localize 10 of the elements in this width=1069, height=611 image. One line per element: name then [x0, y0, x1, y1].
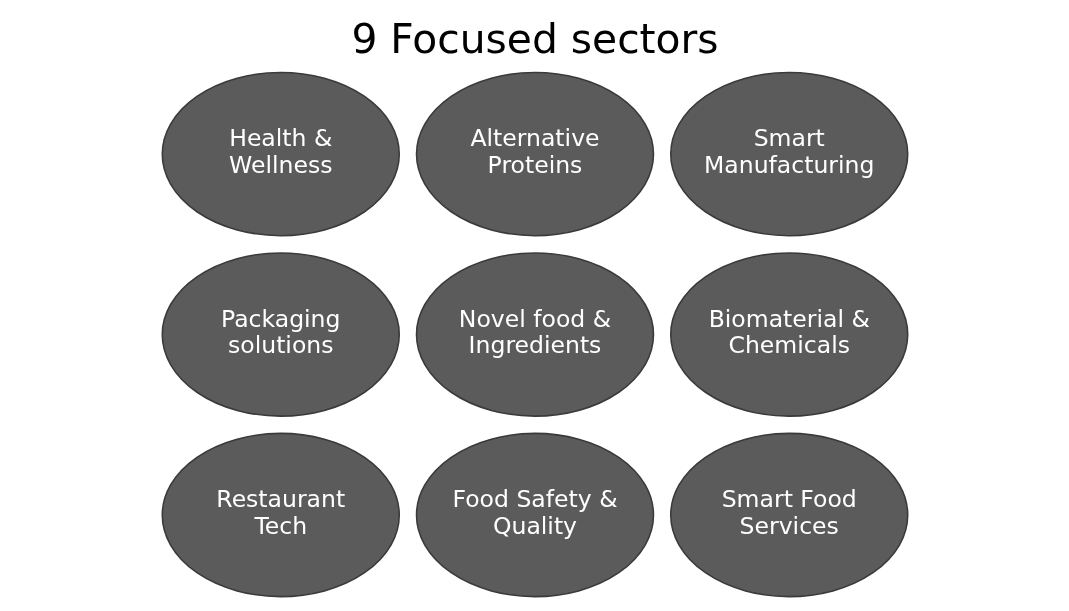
node-ellipse: Food Safety & Quality: [415, 432, 654, 598]
diagram-title: 9 Focused sectors: [350, 15, 719, 64]
node-ellipse: Restaurant Tech: [161, 432, 400, 598]
node-ellipse: Smart Food Services: [669, 432, 908, 598]
node-ellipse: Health & Wellness: [161, 71, 400, 237]
node-ellipse: Alternative Proteins: [415, 71, 654, 237]
node-ellipse: Packaging solutions: [161, 252, 400, 417]
node-ellipse: Biomaterial & Chemicals: [669, 252, 908, 417]
node-ellipse: Smart Manufacturing: [669, 71, 908, 237]
node-ellipse: Novel food & Ingredients: [415, 252, 654, 417]
